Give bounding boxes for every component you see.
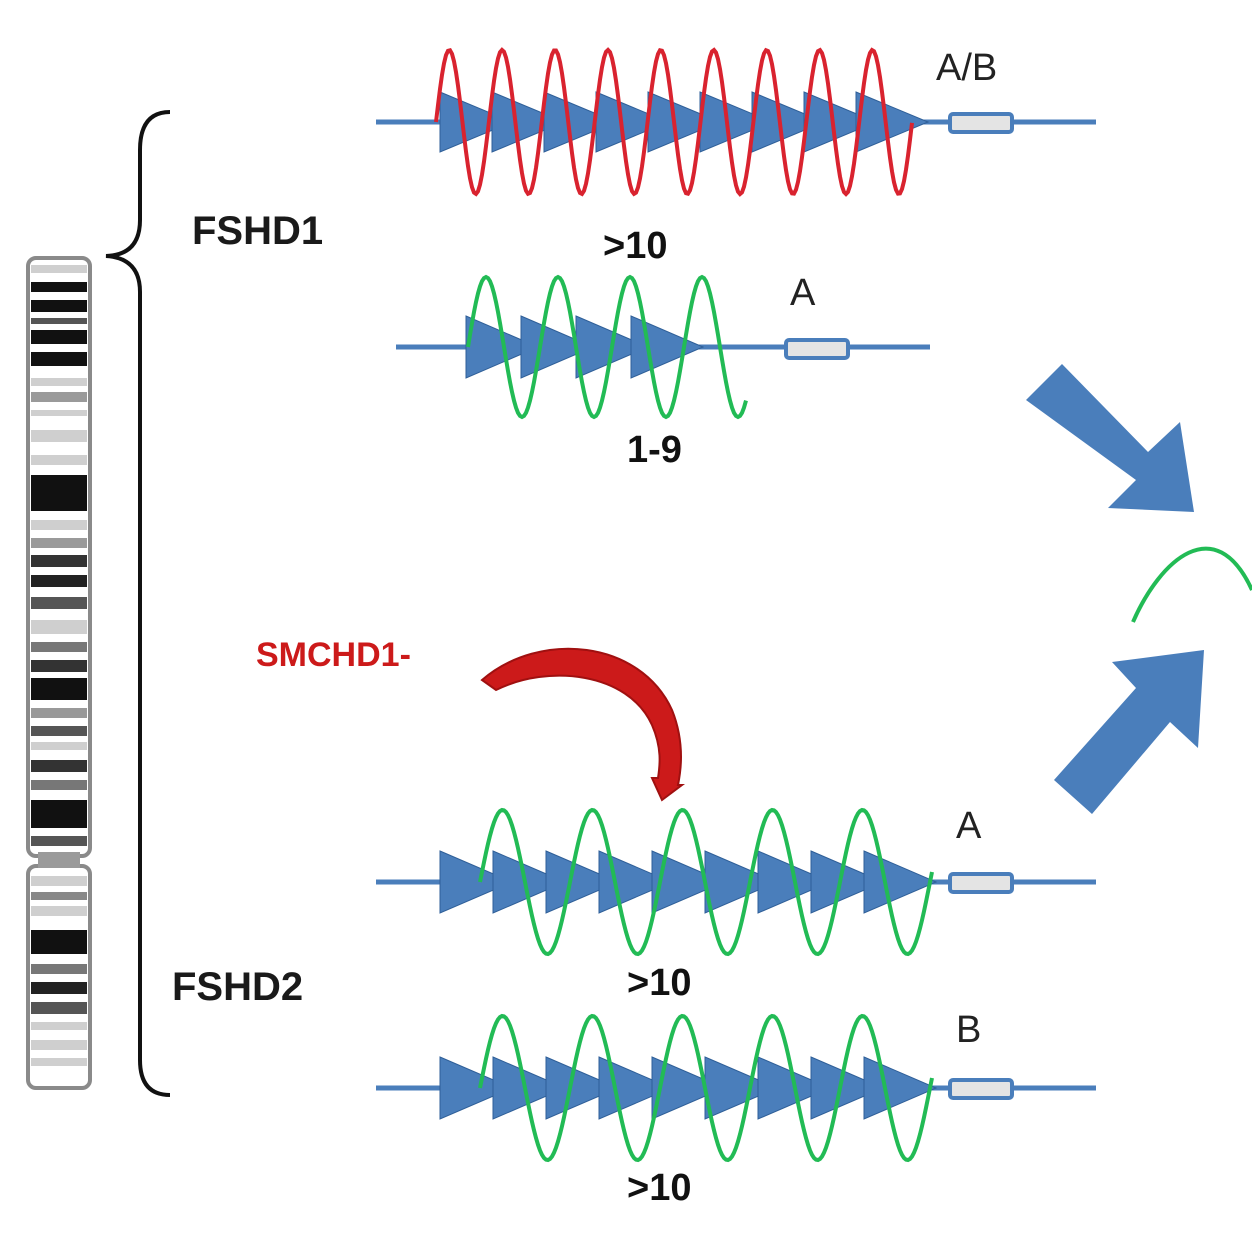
- block-arrow-down-right: [1026, 364, 1194, 512]
- fshd1-label: FSHD1: [192, 209, 323, 253]
- chromosome-band: [31, 555, 87, 567]
- chromosome-band: [31, 392, 87, 402]
- chromosome-band: [31, 352, 87, 366]
- repeat-triangle: [630, 315, 705, 379]
- repeat-triangle: [545, 1056, 620, 1120]
- chromosome-band: [31, 1058, 87, 1066]
- chromosome-band: [31, 1022, 87, 1030]
- row1-red-wave: [434, 47, 914, 197]
- chromosome-band: [31, 876, 87, 886]
- repeat-triangle: [491, 91, 566, 153]
- chromosome-band: [31, 282, 87, 292]
- chromosome-band: [31, 800, 87, 828]
- chromosome-band: [31, 410, 87, 416]
- chromosome-band: [31, 378, 87, 386]
- row3-green-wave: [478, 807, 934, 957]
- smchd1-curved-arrow: [480, 647, 685, 802]
- row2-array: [396, 274, 930, 420]
- block-arrows: [1026, 364, 1204, 814]
- chromosome-band: [31, 520, 87, 530]
- repeat-triangle: [803, 91, 878, 153]
- smchd1-label: SMCHD1-: [256, 636, 411, 674]
- block-arrow-up-right: [1054, 650, 1204, 814]
- fshd1-brace: [105, 110, 171, 360]
- chromosome-band: [31, 1002, 87, 1014]
- repeat-triangle: [545, 850, 620, 914]
- row3-haplotype-label: A: [956, 805, 982, 847]
- chromosome-band: [31, 642, 87, 652]
- row4-green-wave: [478, 1013, 934, 1163]
- chromosome-band: [31, 726, 87, 736]
- row3-array: [376, 807, 1096, 957]
- repeat-triangle: [543, 91, 618, 153]
- row1-haplotype-box: [948, 112, 1014, 134]
- row4-haplotype-box: [948, 1078, 1014, 1100]
- row4-array: [376, 1013, 1096, 1163]
- chromosome-band: [31, 964, 87, 974]
- row2-haplotype-label: A: [790, 272, 816, 314]
- repeat-triangle: [810, 850, 885, 914]
- chromosome-band: [31, 455, 87, 465]
- repeat-triangle: [810, 1056, 885, 1120]
- chromosome-band: [31, 780, 87, 790]
- chromosome-band: [31, 708, 87, 718]
- chromosome-band: [31, 660, 87, 672]
- chromosome-band: [31, 318, 87, 324]
- row1-count-label: >10: [603, 225, 667, 267]
- chromosome-band: [31, 982, 87, 994]
- chromosome-band: [31, 330, 87, 344]
- chromosome-band: [31, 760, 87, 772]
- chromosome-band: [31, 1040, 87, 1050]
- chromosome-ideogram: [26, 256, 92, 1090]
- chromosome-band: [31, 906, 87, 916]
- repeat-triangle: [651, 1056, 726, 1120]
- chromosome-band: [31, 475, 87, 511]
- chromosome-band: [31, 538, 87, 548]
- chromosome-band: [31, 678, 87, 700]
- row4-count-label: >10: [627, 1167, 691, 1209]
- chromosome-band: [31, 265, 87, 273]
- chromosome-band: [31, 836, 87, 846]
- chromosome-band: [31, 430, 87, 442]
- repeat-triangle: [439, 91, 514, 153]
- chromosome-band: [31, 620, 87, 634]
- chromosome-band: [31, 892, 87, 900]
- chromosome-band: [31, 742, 87, 750]
- row2-count-label: 1-9: [627, 429, 682, 471]
- chromosome-band: [31, 930, 87, 954]
- fshd2-label: FSHD2: [172, 965, 303, 1009]
- repeat-triangle: [855, 91, 930, 153]
- smchd1-arrow-shape: [480, 647, 685, 802]
- chromosome-centromere: [38, 852, 80, 868]
- chromosome-bands: [31, 265, 87, 1066]
- chromosome-band: [31, 575, 87, 587]
- row3-count-label: >10: [627, 962, 691, 1004]
- row3-haplotype-box: [948, 872, 1014, 894]
- chromosome-band: [31, 597, 87, 609]
- chromosome-band: [31, 300, 87, 312]
- row1-haplotype-label: A/B: [936, 47, 997, 89]
- repeat-triangle: [651, 850, 726, 914]
- row1-array: [376, 47, 1096, 197]
- green-arc-partial: [1131, 546, 1252, 623]
- repeat-triangle: [439, 1056, 514, 1120]
- row4-haplotype-label: B: [956, 1009, 981, 1051]
- repeat-arrays: [376, 47, 1096, 1163]
- row2-green-wave: [466, 274, 748, 420]
- fshd2-brace: [138, 300, 171, 1097]
- row2-haplotype-box: [784, 338, 850, 360]
- repeat-triangle: [439, 850, 514, 914]
